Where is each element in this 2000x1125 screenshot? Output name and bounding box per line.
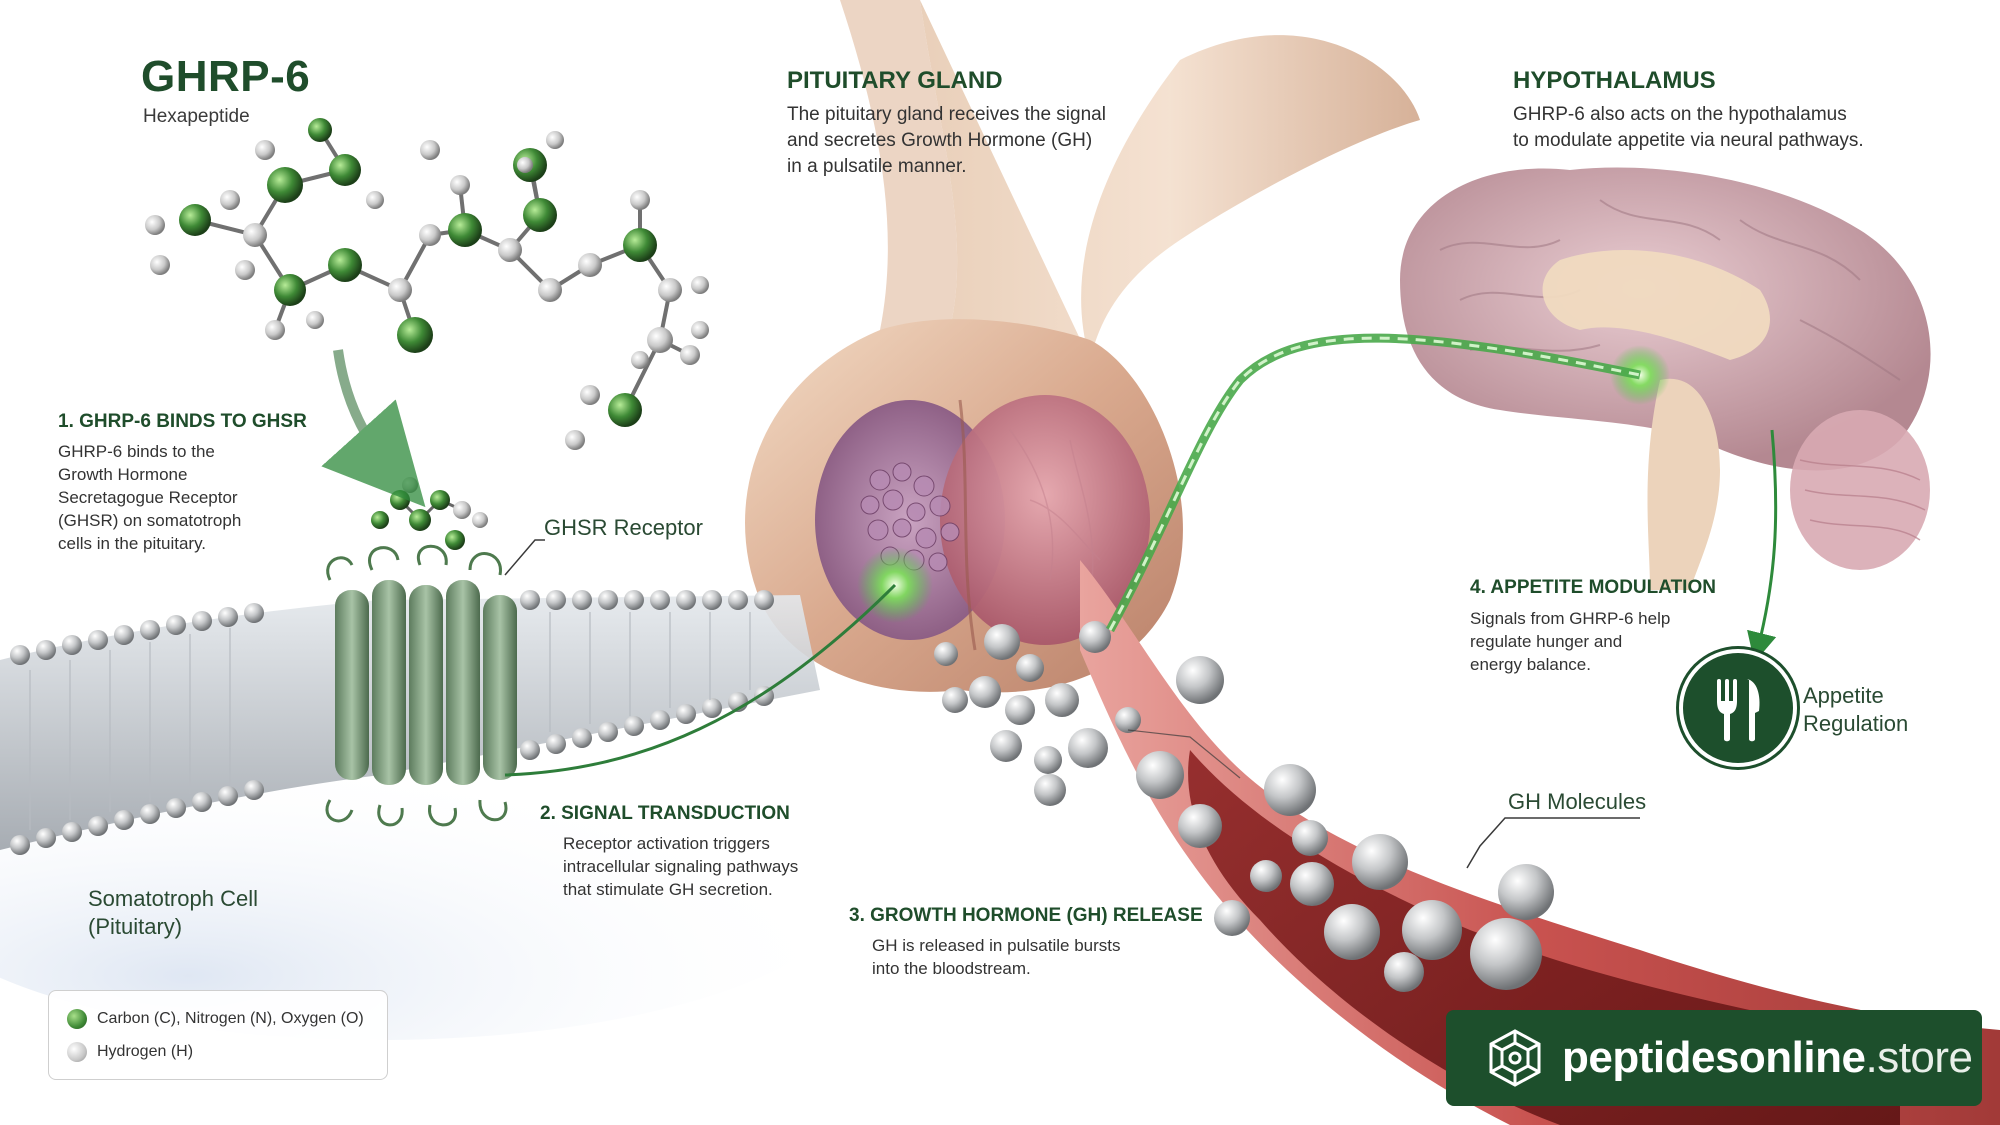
pituitary-stalk <box>920 0 1420 360</box>
hypothalamus-title: HYPOTHALAMUS <box>1513 67 1716 94</box>
appetite-arrow <box>1747 429 1778 663</box>
binding-arrow <box>321 349 426 508</box>
hypothalamus-description: GHRP-6 also acts on the hypothalamus to … <box>1513 104 1864 151</box>
signal-line <box>504 583 897 777</box>
brand-name: peptidesonline.store <box>1562 1033 1973 1082</box>
cell-callout: Somatotroph Cell (Pituitary) <box>88 886 258 939</box>
receptor-callout: GHSR Receptor <box>544 515 703 540</box>
legend-label: Hydrogen (H) <box>97 1043 194 1060</box>
brand-badge: peptidesonline.store <box>1446 1010 1982 1106</box>
pituitary-description: The pituitary gland receives the signal … <box>787 104 1106 177</box>
fork-knife-icon <box>1679 649 1797 767</box>
brand-tld: .store <box>1865 1033 1973 1082</box>
legend-row-heavy-atoms: Carbon (C), Nitrogen (N), Oxygen (O) <box>67 1009 364 1029</box>
step-1-heading: 1. GHRP-6 BINDS TO GHSR <box>58 411 307 432</box>
step-4-text: Signals from GHRP-6 help regulate hunger… <box>1470 609 1671 674</box>
pituitary-title: PITUITARY GLAND <box>787 67 1003 94</box>
green-atom-icon <box>67 1009 87 1029</box>
gh-molecules <box>934 621 1554 992</box>
step-4-heading: 4. APPETITE MODULATION <box>1470 577 1716 598</box>
brain-illustration <box>1400 167 1931 590</box>
step-2-heading: 2. SIGNAL TRANSDUCTION <box>540 803 790 824</box>
appetite-callout: Appetite Regulation <box>1803 683 1909 736</box>
step-3-heading: 3. GROWTH HORMONE (GH) RELEASE <box>849 905 1203 926</box>
white-atom-icon <box>67 1042 87 1062</box>
atom-legend: Carbon (C), Nitrogen (N), Oxygen (O) Hyd… <box>48 990 388 1080</box>
blood-vessel <box>1080 560 2000 1125</box>
molecule-title: GHRP-6 <box>141 52 311 101</box>
step-1-text: GHRP-6 binds to the Growth Hormone Secre… <box>58 442 242 553</box>
molecule-subtitle: Hexapeptide <box>143 106 250 127</box>
gh-molecules-callout: GH Molecules <box>1508 789 1647 814</box>
step-2-text: Receptor activation triggers intracellul… <box>563 834 799 899</box>
step-3-text: GH is released in pulsatile bursts into … <box>872 936 1121 978</box>
gh-leader <box>1466 817 1640 869</box>
receptor-leader <box>504 539 545 576</box>
ghrp6-molecule <box>145 118 709 450</box>
legend-row-hydrogen: Hydrogen (H) <box>67 1042 193 1062</box>
brand-logo-icon <box>1484 1027 1546 1089</box>
ghsr-receptor <box>325 477 517 827</box>
legend-label: Carbon (C), Nitrogen (N), Oxygen (O) <box>97 1010 364 1027</box>
